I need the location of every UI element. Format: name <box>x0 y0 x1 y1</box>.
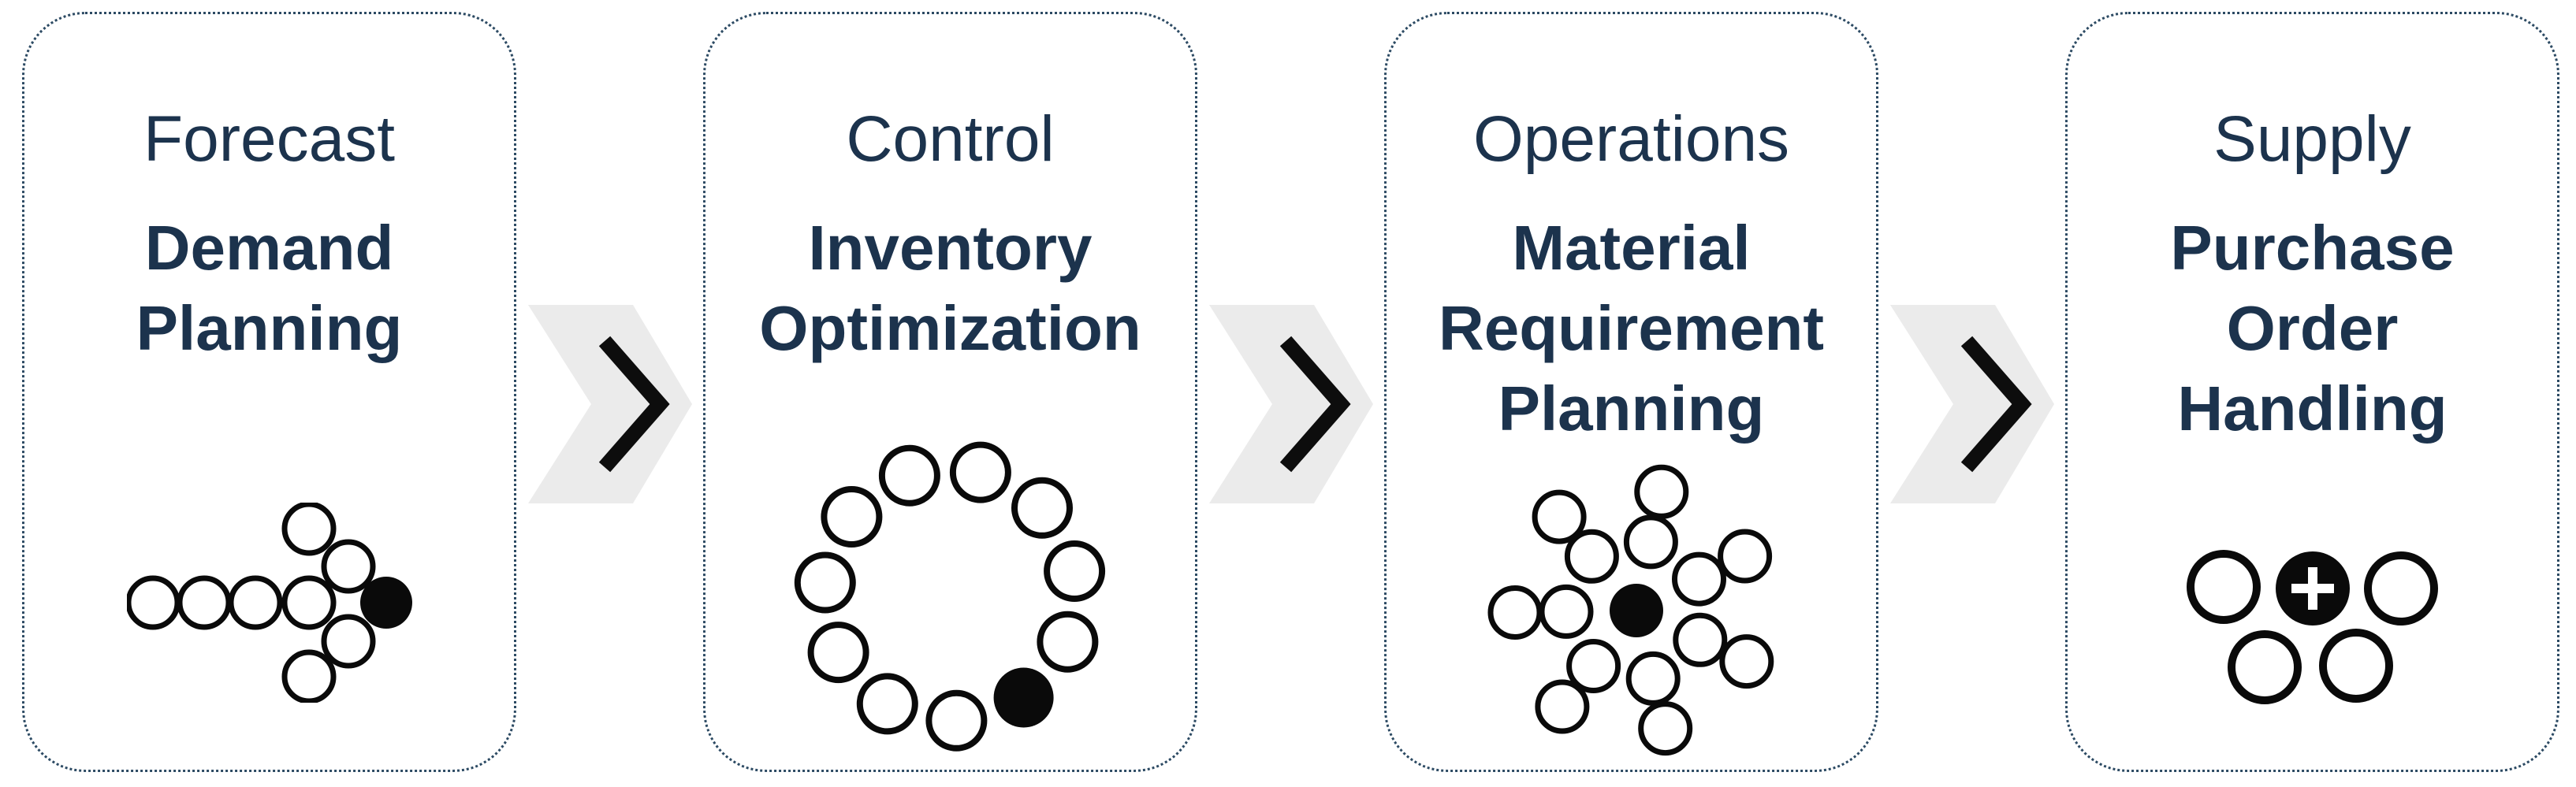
circles-arrow-right-icon <box>126 503 412 703</box>
chevron-right-icon <box>1208 304 1373 503</box>
plus-icon <box>2291 567 2334 610</box>
step-category: Control <box>846 103 1055 175</box>
chevron-right-icon <box>527 304 692 503</box>
circles-cluster-plus-icon <box>2186 549 2440 705</box>
step-category: Supply <box>2213 103 2411 175</box>
chevron-connector <box>1197 12 1384 772</box>
circles-ring-icon <box>794 438 1107 752</box>
step-card-demand-planning: Forecast Demand Planning <box>22 12 516 772</box>
step-category: Forecast <box>143 103 395 175</box>
step-title: Material Requirement Planning <box>1439 213 1824 444</box>
step-title: Demand Planning <box>136 213 403 364</box>
step-title: Inventory Optimization <box>759 213 1141 364</box>
step-card-inventory-optimization: Control Inventory Optimization <box>703 12 1197 772</box>
chevron-connector <box>516 12 703 772</box>
step-title: Purchase Order Handling <box>2170 213 2455 444</box>
step-card-purchase-order-handling: Supply Purchase Order Handling <box>2065 12 2559 772</box>
circles-starburst-icon <box>1487 463 1777 758</box>
chevron-right-icon <box>1889 304 2054 503</box>
step-card-material-requirement-planning: Operations Material Requirement Planning <box>1384 12 1878 772</box>
step-category: Operations <box>1472 103 1790 175</box>
chevron-connector <box>1878 12 2065 772</box>
